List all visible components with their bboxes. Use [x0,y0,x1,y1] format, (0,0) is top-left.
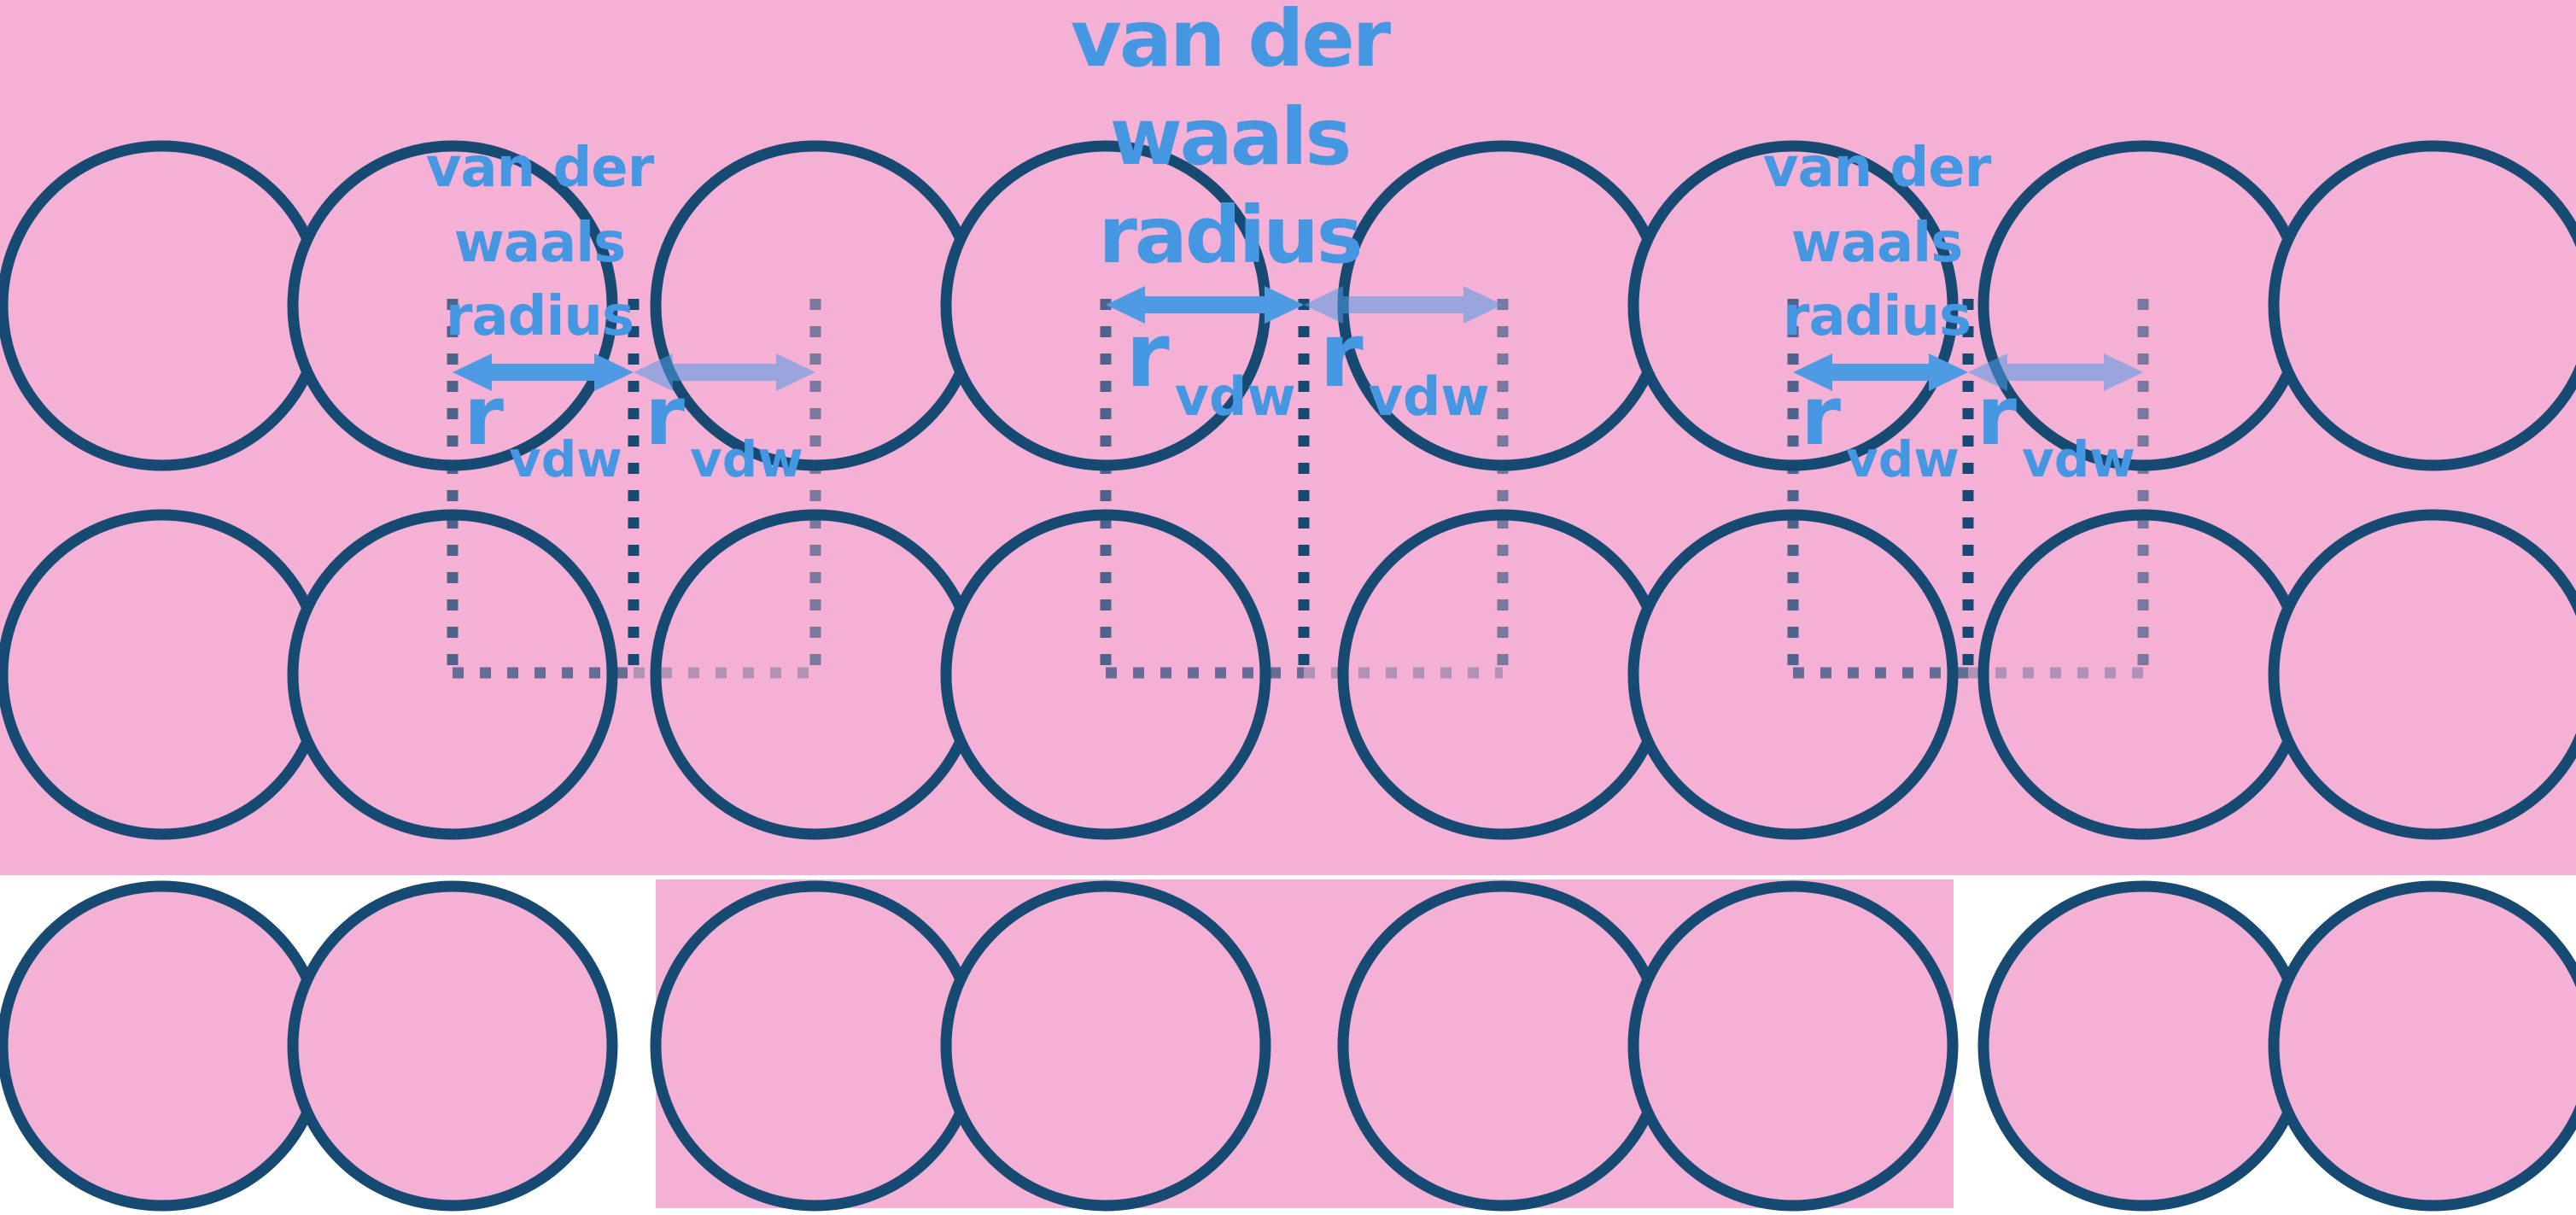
guides-layer [447,299,2149,679]
atom-circle-row2-pair1-1 [0,509,328,840]
r-vdw-label2-set2: rvdw [1319,303,1489,428]
vdw-subscript: vdw [690,430,803,488]
r-symbol: r [1977,370,2017,464]
atom-circle-row1-pair1-1 [0,140,328,471]
r-symbol: r [1319,303,1363,407]
arrows-layer [453,286,2143,391]
vdw-title-line3-set3: radius [1783,285,1971,348]
atom-circle-row3-pair3-1 [1337,880,1668,1212]
atom-circle-row3-pair4-1 [1977,880,2309,1212]
r-symbol: r [645,370,685,464]
atom-circle-row3-pair2-2 [940,880,1271,1212]
vdw-arrow-solid-set1 [453,353,634,391]
vdw-title-line2-set3: waals [1791,212,1963,275]
vdw-subscript: vdw [509,430,622,488]
atom-circle-row3-pair1-1 [0,880,328,1212]
vdw-subscript: vdw [2022,430,2135,488]
r-symbol: r [1801,370,1841,464]
atom-circle-row2-pair2-1 [650,509,981,840]
r-symbol: r [1125,303,1169,407]
vdw-subscript: vdw [1175,365,1296,428]
vdw-arrow-solid-set2 [1106,286,1304,324]
atom-circle-row3-pair1-2 [287,880,618,1212]
atom-circle-row3-pair3-2 [1627,880,1959,1212]
vdw-title-line3-set2: radius [1098,190,1360,281]
r-symbol: r [464,370,504,464]
atom-circle-row1-pair4-2 [2268,140,2576,471]
atom-circle-row3-pair2-1 [650,880,981,1212]
r-vdw-label1-set2: rvdw [1125,303,1295,428]
vdw-title-line1-set2: van der [1071,0,1392,85]
vdw-title-line2-set2: waals [1110,91,1349,183]
vdw-subscript: vdw [1369,365,1490,428]
vdw-title-line1-set3: van der [1763,137,1992,200]
vdw-subscript: vdw [1846,430,1960,488]
vdw-title-line2-set1: waals [454,212,626,275]
vdw-title-line3-set1: radius [446,285,634,348]
atom-circle-row3-pair4-2 [2268,880,2576,1212]
vdw-arrow-faded-set2 [1304,286,1503,324]
atom-circle-row2-pair4-2 [2268,509,2576,840]
vdw-title-line1-set1: van der [426,137,655,200]
vdw-arrow-solid-set3 [1793,353,1968,391]
vdw-arrow-faded-set1 [634,353,815,391]
vdw-arrow-faded-set3 [1968,353,2143,391]
